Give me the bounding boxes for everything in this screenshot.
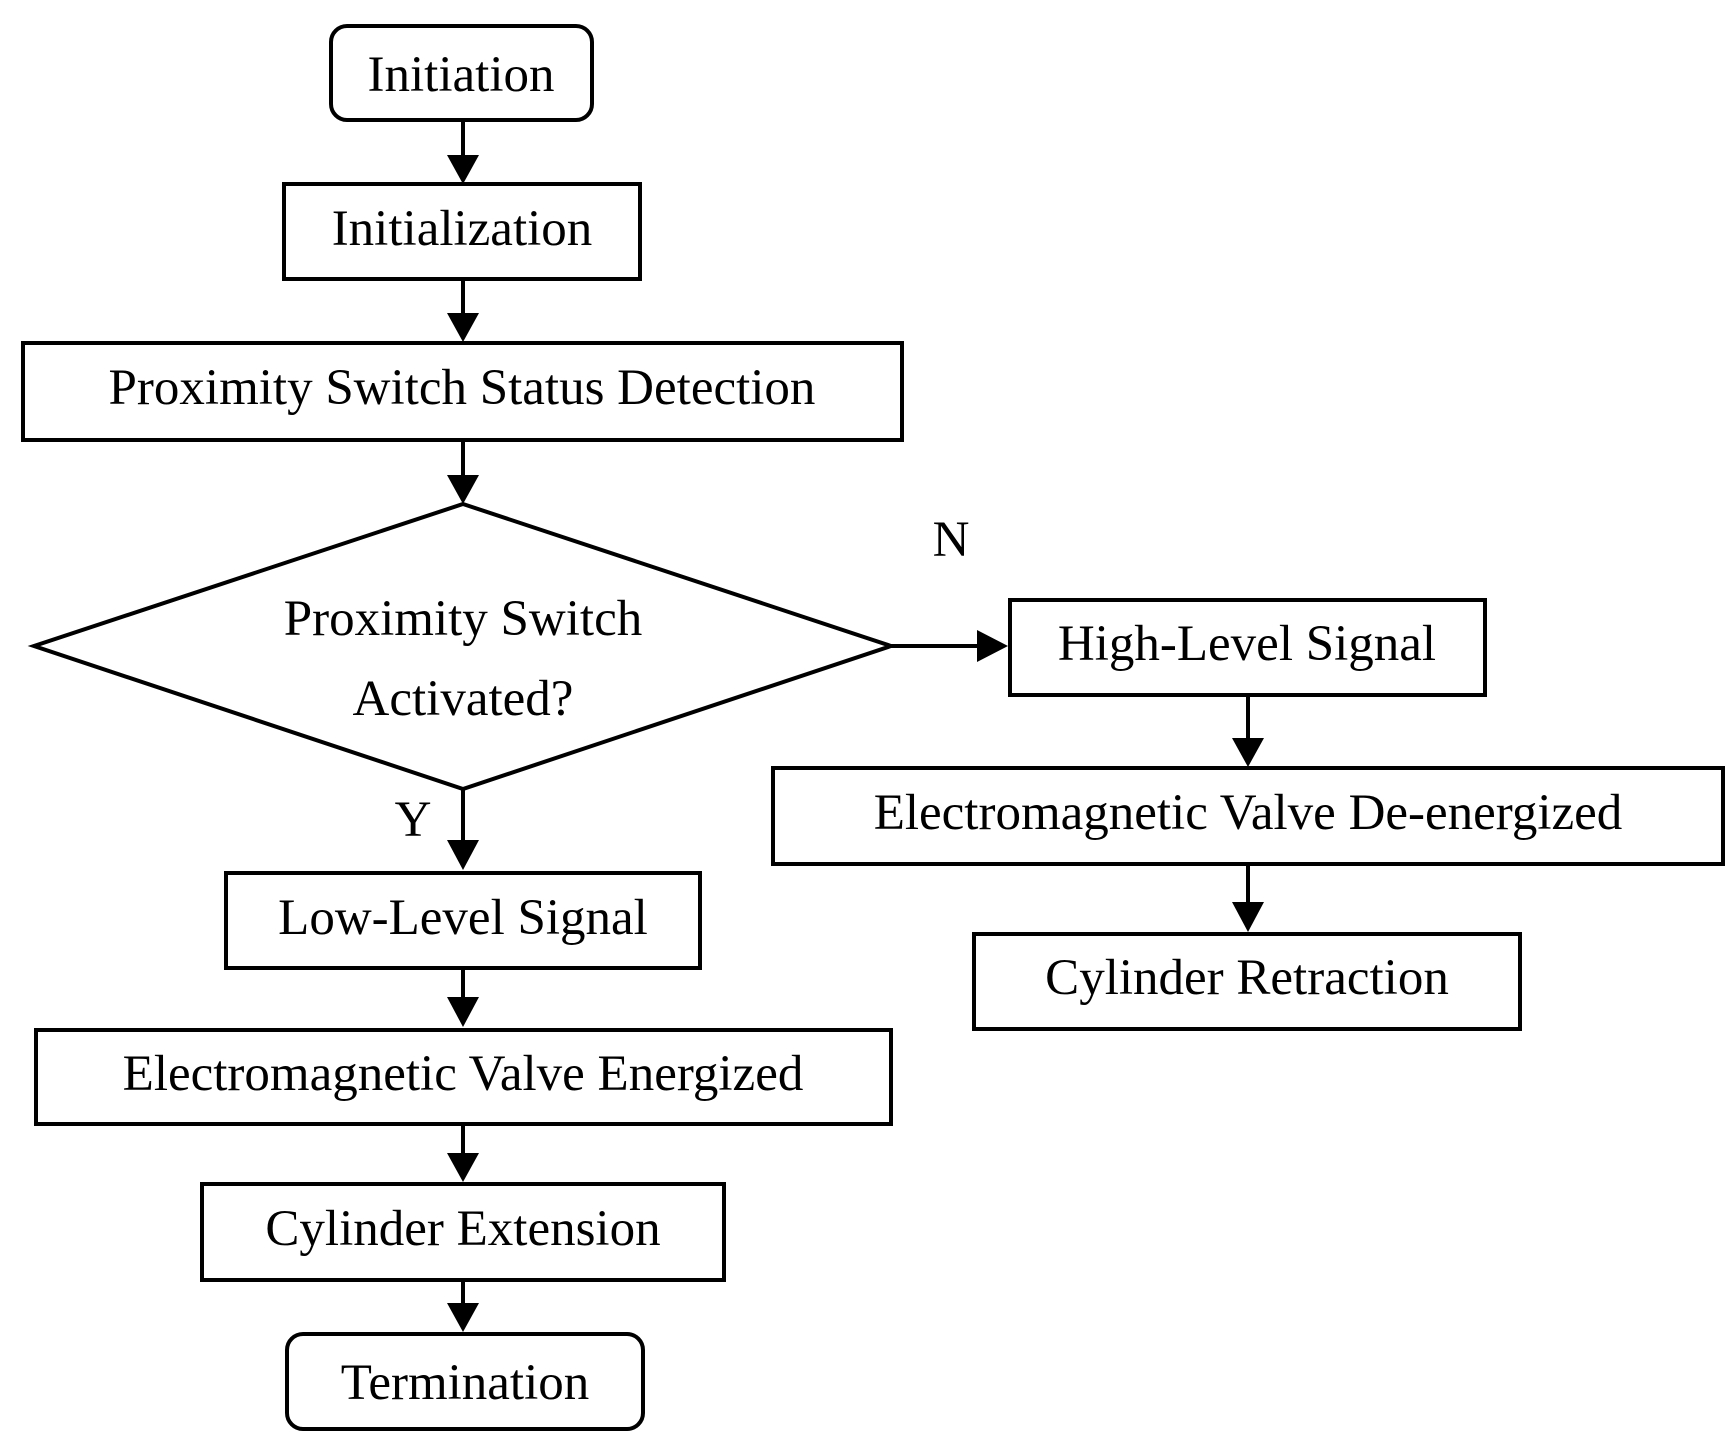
arrowhead-valve-energized xyxy=(447,997,479,1027)
initialization-box xyxy=(282,182,642,281)
high-signal-label: High-Level Signal xyxy=(1058,616,1436,672)
initiation-label: Initiation xyxy=(368,47,555,103)
arrowhead-low-signal xyxy=(447,840,479,870)
arrowhead-decision xyxy=(447,475,479,504)
decision-label-line2: Activated? xyxy=(353,671,574,727)
valve-deenergized-label: Electromagnetic Valve De-energized xyxy=(874,785,1623,841)
initialization-label: Initialization xyxy=(332,201,593,257)
arrowhead-termination xyxy=(447,1303,479,1332)
high-signal-box xyxy=(1008,598,1487,697)
cylinder-extension-box xyxy=(200,1182,726,1282)
low-signal-box xyxy=(224,871,702,970)
yes-branch-label: Y xyxy=(395,792,432,848)
arrowhead-cylinder-extension xyxy=(447,1153,479,1182)
arrowhead-valve-deenergized xyxy=(1232,738,1264,767)
arrowhead-high-signal xyxy=(977,630,1008,662)
valve-energized-label: Electromagnetic Valve Energized xyxy=(123,1046,804,1102)
arrowhead-initialization xyxy=(447,155,479,184)
decision-label-line1: Proximity Switch xyxy=(284,591,642,647)
no-branch-label: N xyxy=(933,512,970,568)
cylinder-retraction-label: Cylinder Retraction xyxy=(1045,950,1449,1006)
detection-label: Proximity Switch Status Detection xyxy=(109,360,816,416)
cylinder-retraction-box xyxy=(972,932,1522,1031)
decision-diamond xyxy=(27,501,898,792)
low-signal-label: Low-Level Signal xyxy=(278,890,648,946)
arrowhead-detection xyxy=(447,313,479,342)
valve-deenergized-box xyxy=(771,766,1725,866)
termination-terminator xyxy=(285,1332,645,1431)
cylinder-extension-label: Cylinder Extension xyxy=(265,1201,660,1257)
arrowhead-cylinder-retraction xyxy=(1232,902,1264,932)
termination-label: Termination xyxy=(341,1355,590,1411)
initiation-terminator xyxy=(329,24,594,122)
valve-energized-box xyxy=(34,1028,893,1126)
detection-box xyxy=(21,341,904,442)
